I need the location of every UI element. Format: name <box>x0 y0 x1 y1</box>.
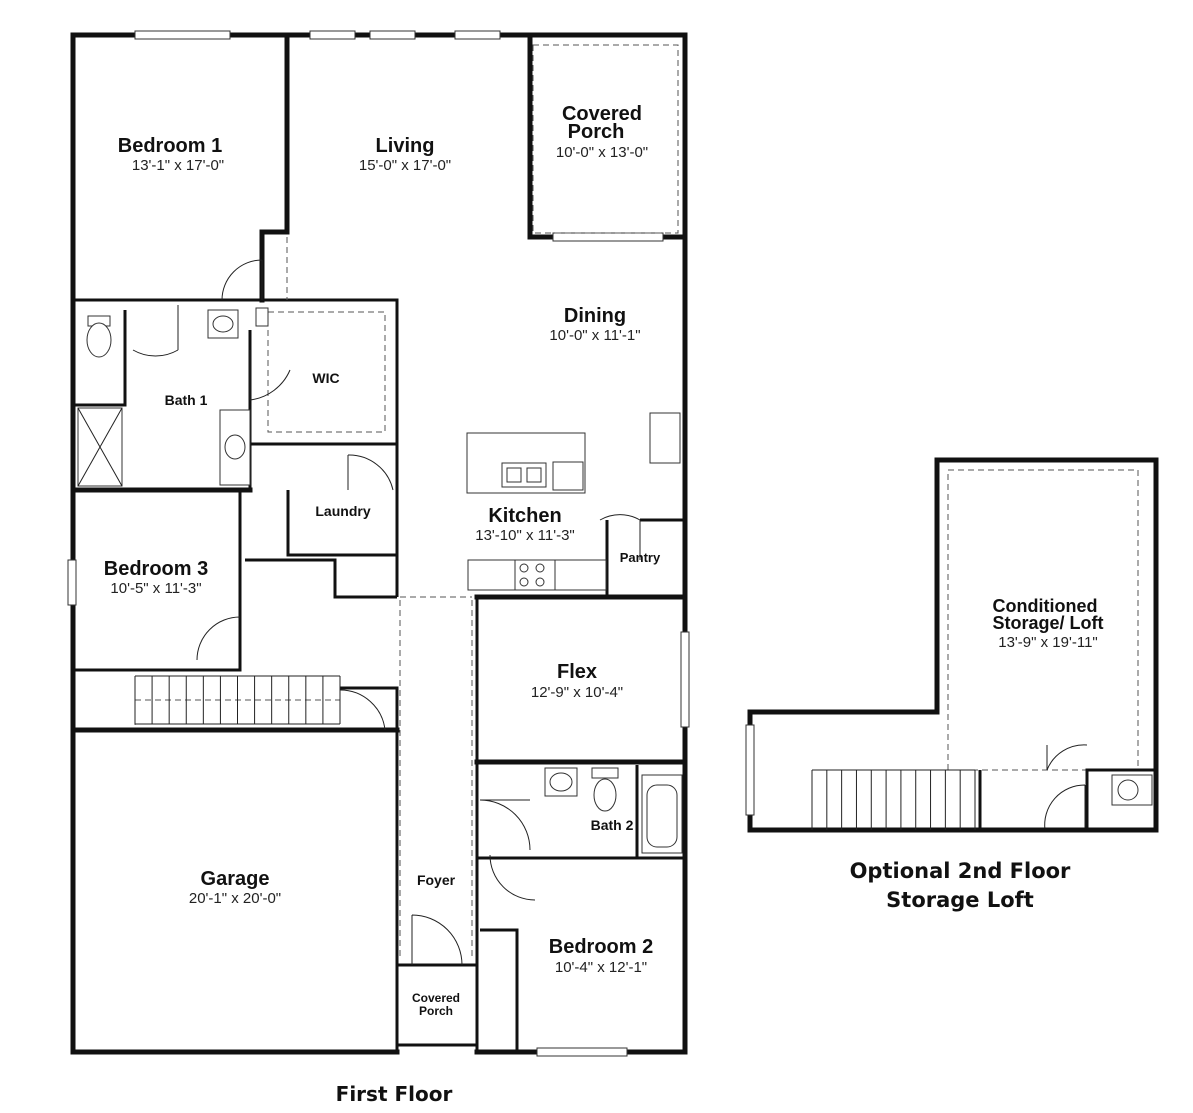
garage-name: Garage <box>201 868 270 890</box>
living-dim: 15'-0" x 17'-0" <box>359 157 451 174</box>
bedroom1-name: Bedroom 1 <box>118 135 222 157</box>
covered-porch-name-2: Porch <box>568 121 625 143</box>
covered-porch-name-1: Covered <box>562 103 642 125</box>
garage-dim: 20'-1" x 20'-0" <box>189 890 281 907</box>
front-porch-name-2: Porch <box>419 1004 453 1018</box>
room-labels: Bedroom 1 13'-1" x 17'-0" Living 15'-0" … <box>104 103 1104 1018</box>
foyer-name: Foyer <box>417 872 456 888</box>
wic-name: WIC <box>312 370 339 386</box>
front-porch-name-1: Covered <box>412 991 460 1005</box>
bedroom3-name: Bedroom 3 <box>104 558 208 580</box>
kitchen-name: Kitchen <box>488 505 561 527</box>
loft-name-1: Conditioned <box>993 596 1098 616</box>
windows <box>67 30 690 1057</box>
bath2-name: Bath 2 <box>591 817 634 833</box>
bedroom2-dim: 10'-4" x 12'-1" <box>555 959 647 976</box>
living-name: Living <box>376 135 435 157</box>
second-floor-caption-1: Optional 2nd Floor <box>850 859 1071 883</box>
second-floor-caption-2: Storage Loft <box>886 888 1034 912</box>
dining-name: Dining <box>564 305 626 327</box>
dining-dim: 10'-0" x 11'-1" <box>549 327 640 344</box>
flex-dim: 12'-9" x 10'-4" <box>531 684 623 701</box>
bedroom2-name: Bedroom 2 <box>549 936 653 958</box>
kitchen-dim: 13'-10" x 11'-3" <box>475 527 575 544</box>
fixtures <box>77 307 1153 854</box>
laundry-name: Laundry <box>315 503 370 519</box>
door-swings <box>132 259 1088 966</box>
bath1-name: Bath 1 <box>165 392 208 408</box>
flex-name: Flex <box>557 661 597 683</box>
loft-name-2: Storage/ Loft <box>993 613 1104 633</box>
pantry-name: Pantry <box>620 550 661 565</box>
captions: First Floor Optional 2nd Floor Storage L… <box>336 859 1071 1106</box>
bedroom1-dim: 13'-1" x 17'-0" <box>132 157 224 174</box>
bedroom3-dim: 10'-5" x 11'-3" <box>110 580 201 597</box>
stairs-first-floor <box>134 675 341 725</box>
first-floor-caption: First Floor <box>336 1082 453 1106</box>
first-floor-walls <box>70 32 688 1055</box>
covered-porch-dim: 10'-0" x 13'-0" <box>556 144 648 161</box>
loft-dim: 13'-9" x 19'-11" <box>998 634 1098 651</box>
loft-walls <box>745 457 1159 833</box>
